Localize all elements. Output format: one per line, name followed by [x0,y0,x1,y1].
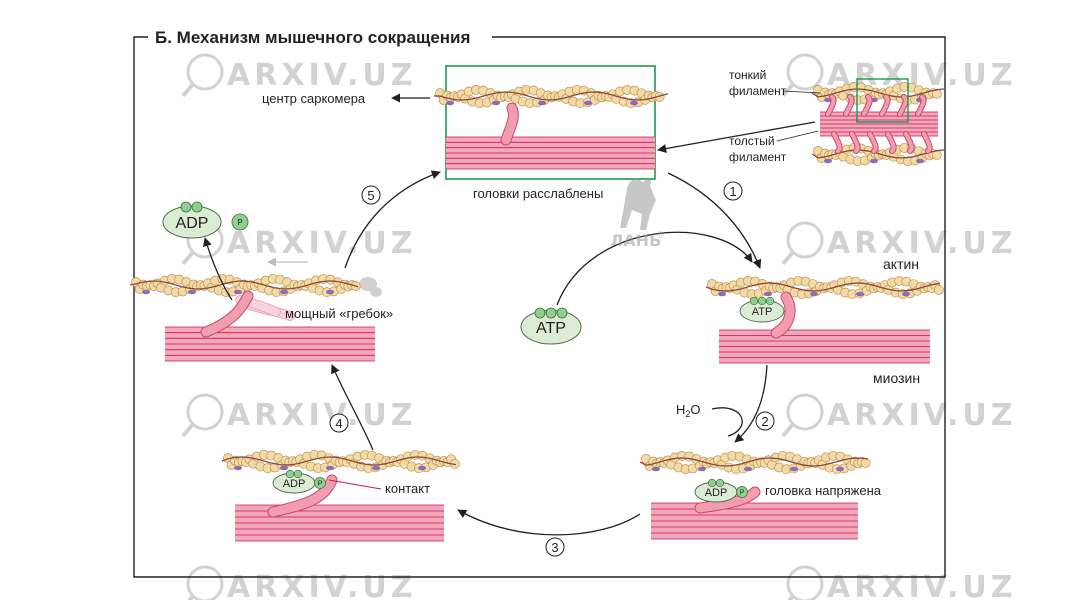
panel-relaxed [433,65,669,180]
watermark-text: ARXIV.UZ [827,570,1016,600]
contact-label: контакт [385,481,430,496]
step-markers: 1 2 3 4 5 [329,181,775,557]
svg-text:2: 2 [761,414,768,429]
watermark-text: ARXIV.UZ [827,398,1016,433]
watermark-arxiv-logo: ARXIV.UZ [181,53,416,98]
figure-frame: Б. Механизм мышечного сокращения [133,28,946,578]
watermark-arxiv-logo: ARXIV.UZ [781,393,1016,438]
step-marker-4: 4 [329,413,349,433]
watermark-text: ARXIV.UZ [227,58,416,93]
sarcomere-center-label: центр саркомера [262,91,366,106]
panel-sarcomere-overview [811,78,945,167]
power-stroke-label: мощный «гребок» [285,306,393,321]
actin-filament [811,81,945,106]
panel-power-stroke [129,273,382,362]
panel-head-tensed: ADP P [639,450,871,540]
svg-text:P: P [740,490,745,497]
arrow-step-5 [344,170,441,269]
diagram-labels: центр саркомера тонкий филамент толстый … [262,68,920,498]
thin-filament-label-line1: тонкий [729,68,766,82]
overview-zoom-box [856,78,909,123]
thick-filament-label-line2: филамент [729,150,787,164]
bound-nucleotide: ADP P [272,469,326,494]
filament-panels: ATP ADP P ADP P [129,65,945,542]
watermark-layer: ARXIV.UZ ARXIV.UZ ARXIV.UZ ARXIV.UZ ARXIV.UZ… [181,53,1016,600]
svg-text:ADP: ADP [705,487,728,499]
svg-text:ATP: ATP [752,306,773,318]
cycle-arrows [202,93,816,536]
step-marker-1: 1 [723,181,743,201]
watermark-arxiv-logo: ARXIV.UZ [786,565,1016,600]
atp-label: ATP [536,320,566,337]
actin-filament [705,275,944,300]
step-marker-3: 3 [545,537,565,557]
bound-nucleotide: ADP P [694,478,748,503]
zoom-box [445,65,656,180]
arrow-step-2 [734,364,768,443]
watermark-arxiv-logo: ARXIV.UZ [186,565,416,600]
head-tensed-label: головка напряжена [765,483,882,498]
step-marker-5: 5 [361,185,381,205]
svg-text:ADP: ADP [283,478,306,490]
actin-filament [129,273,361,298]
svg-text:ЛАНЬ: ЛАНЬ [610,231,661,250]
actin-filament [639,450,871,475]
svg-text:P: P [318,481,323,488]
water-label: H2O [676,402,701,419]
arrow-water [711,407,743,437]
arrow-step-3 [457,509,641,536]
atp-molecule-free: ATP [520,307,582,345]
watermark-arxiv-logo: ARXIV.UZ [181,221,416,266]
panel-atp-bound: ATP [705,275,944,364]
watermark-arxiv-logo: ARXIV.UZ [181,393,416,438]
publisher-logo: ЛАНЬ ® [610,178,665,250]
myosin-thick-filament [651,502,858,540]
myosin-thick-filament [165,326,375,362]
arrow-step-1 [667,172,762,269]
watermark-text: ARXIV.UZ [227,398,416,433]
watermark-text: ARXIV.UZ [227,570,416,600]
svg-text:P: P [237,218,242,227]
watermark-text: ARXIV.UZ [227,226,416,261]
arrow-atp-binding [556,231,753,306]
phosphate-icon [231,213,249,231]
adp-label: ADP [176,215,209,232]
arrow-step-4 [331,364,374,451]
myosin-thick-filament [719,329,930,364]
myosin-heads [825,94,933,154]
svg-text:5: 5 [367,188,374,203]
figure-title: Б. Механизм мышечного сокращения [155,28,470,47]
svg-text:1: 1 [729,184,736,199]
svg-text:H2O: H2O [676,402,701,419]
actin-filament [221,449,460,474]
arrow-adp-release [202,237,233,301]
watermark-text: ARXIV.UZ [827,226,1016,261]
svg-text:4: 4 [335,416,342,431]
panel-contact: ADP P [221,449,460,542]
thin-filament-label-line2: филамент [729,84,787,98]
actin-label: актин [883,256,919,272]
arrow-zoom-in [657,121,816,154]
svg-text:®: ® [656,231,665,241]
myosin-thick-filament [446,136,655,170]
myosin-thick-filament [235,504,444,542]
bound-nucleotide: ATP [739,296,785,323]
svg-text:3: 3 [551,540,558,555]
step-marker-2: 2 [755,411,775,431]
heads-relaxed-label: головки расслаблены [473,186,603,201]
myosin-label: миозин [873,370,920,386]
actin-filament [433,84,669,109]
watermark-arxiv-logo: ARXIV.UZ [781,221,1016,266]
thick-filament-label-line1: толстый [729,134,775,148]
adp-released: ADP P [162,201,249,239]
